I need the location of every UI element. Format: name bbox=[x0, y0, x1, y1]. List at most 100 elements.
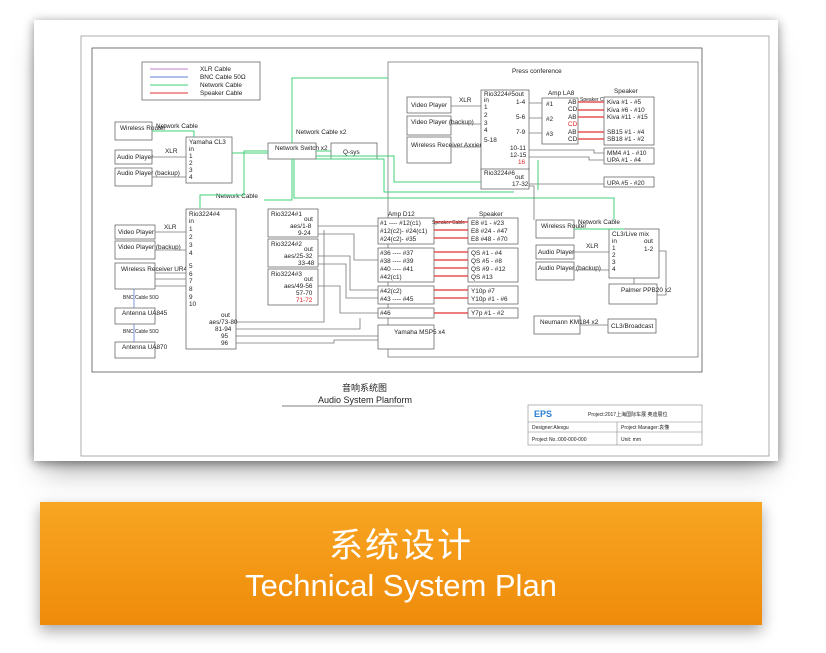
diagram-label: 1 bbox=[189, 226, 193, 233]
diagram-label: 95 bbox=[221, 333, 229, 340]
diagram-label: #1 ---- #12(c1) bbox=[380, 220, 421, 227]
diagram-label: UPA #5 - #20 bbox=[607, 180, 645, 187]
diagram-label: AB bbox=[568, 129, 577, 136]
diagram-label: XLR bbox=[165, 148, 178, 155]
diagram-label: in bbox=[189, 146, 194, 153]
diagram-label: 1 bbox=[189, 153, 193, 160]
diagram-label: BNC Cable 50Ω bbox=[123, 329, 159, 335]
diagram-label: 4 bbox=[484, 127, 488, 134]
diagram-border bbox=[91, 47, 703, 373]
diagram-label: Speaker bbox=[614, 88, 639, 95]
unit: Unit: mm bbox=[621, 437, 641, 443]
diagram-label: 4 bbox=[189, 174, 193, 181]
diagram-label: #40 ---- #41 bbox=[380, 266, 414, 273]
diagram-label: Yamaha MSP5 x4 bbox=[394, 329, 445, 336]
title-block bbox=[527, 404, 703, 446]
diagram-label: 3 bbox=[484, 120, 488, 127]
diagram-label: BNC Cable 50Ω bbox=[123, 295, 159, 301]
palmer-ppb20 bbox=[608, 283, 658, 305]
diagram-label: Speaker Cable bbox=[432, 220, 465, 226]
rio3224-5 bbox=[480, 89, 530, 171]
legend-speaker: Speaker Cable bbox=[200, 90, 243, 97]
legend: XLR Cable BNC Cable 50Ω Network Cable Sp… bbox=[141, 61, 261, 101]
diagram-label: 4 bbox=[612, 266, 616, 273]
diagram-label: Video Player bbox=[411, 102, 448, 109]
rio3224-4 bbox=[185, 208, 237, 350]
diagram-label: #36 ---- #37 bbox=[380, 250, 414, 257]
diagram-label: #1 bbox=[546, 101, 554, 108]
diagram-label: QS #13 bbox=[471, 274, 493, 281]
diagram-label: in bbox=[189, 218, 194, 225]
diagram-label: Network Cable bbox=[216, 193, 258, 200]
diagram-title-cn: 音响系统图 bbox=[342, 382, 387, 393]
d12-speakers-qs bbox=[467, 247, 519, 283]
diagram-label: 81-94 bbox=[215, 326, 232, 333]
diagram-label: Y7p #1 - #2 bbox=[471, 310, 504, 317]
diagram-label: Antenna UA845 bbox=[122, 310, 168, 317]
diagram-label: Q-sys bbox=[343, 149, 360, 156]
diagram-label: #46 bbox=[380, 310, 391, 317]
diagram-label: AB bbox=[568, 114, 577, 121]
designer: Designer:Alexgu bbox=[532, 425, 569, 431]
diagram-label: out bbox=[221, 312, 230, 319]
diagram-label: 8 bbox=[189, 286, 193, 293]
rio3224-6 bbox=[480, 168, 530, 190]
diagram-label: 1-2 bbox=[644, 246, 654, 253]
diagram-label: 3 bbox=[189, 242, 193, 249]
diagram-label: XLR bbox=[164, 224, 177, 231]
diagram-label: Kiva #6 - #10 bbox=[607, 107, 645, 114]
diagram-label: Video Player (backup) bbox=[118, 244, 181, 251]
project-no: Project No.:000-000-000 bbox=[532, 437, 587, 443]
cl3-broadcast bbox=[607, 318, 657, 334]
banner-title-cn: 系统设计 bbox=[329, 526, 473, 566]
diagram-label: Kiva #11 - #15 bbox=[607, 114, 648, 121]
diagram-card: XLR Cable BNC Cable 50Ω Network Cable Sp… bbox=[34, 20, 778, 461]
diagram-label: Amp D12 bbox=[388, 211, 415, 218]
diagram-label: out bbox=[515, 91, 524, 98]
diagram-label: 3 bbox=[189, 167, 193, 174]
diagram-label: XLR bbox=[586, 243, 599, 250]
diagram-label: 10 bbox=[189, 301, 197, 308]
diagram-label: 4 bbox=[189, 250, 193, 257]
diagram-label: 2 bbox=[484, 112, 488, 119]
diagram-label: Palmer PPB20 x2 bbox=[621, 287, 672, 294]
diagram-label: 2 bbox=[189, 160, 193, 167]
diagram-label: 71-72 bbox=[296, 297, 313, 304]
legend-bnc: BNC Cable 50Ω bbox=[200, 74, 246, 81]
antenna-ua870 bbox=[114, 341, 156, 359]
diagram-label: E8 #24 - #47 bbox=[471, 228, 508, 235]
diagram-label: Audio Player bbox=[538, 249, 575, 256]
diagram-label: Y10p #7 bbox=[471, 288, 495, 295]
diagram-label: 5-6 bbox=[516, 114, 526, 121]
project-manager: Project Manager:袁懂 bbox=[621, 424, 669, 431]
diagram-label: aes/73-80 bbox=[209, 319, 238, 326]
d12-speakers-e8 bbox=[467, 217, 519, 245]
diagram-label: 9 bbox=[189, 294, 193, 301]
diagram-label: Wireless Receiver UR4D bbox=[121, 266, 192, 273]
drawing-frame bbox=[80, 35, 770, 457]
diagram-label: Antenna UA870 bbox=[122, 344, 168, 351]
project-name: Project:2017上海国际车展 奥迪展位 bbox=[588, 411, 667, 418]
diagram-label: 2 bbox=[189, 234, 193, 241]
amp-d12-c bbox=[377, 285, 435, 305]
diagram-label: 16 bbox=[518, 159, 526, 166]
diagram-label: CL3/Live mix bbox=[612, 231, 650, 238]
diagram-label: #43 ---- #45 bbox=[380, 296, 414, 303]
diagram-label: #24(c2)- #35 bbox=[380, 236, 417, 243]
diagram-label: Network Cable x2 bbox=[296, 129, 347, 136]
diagram-label: 10-11 bbox=[510, 145, 526, 152]
banner: 系统设计 Technical System Plan bbox=[40, 502, 762, 625]
diagram-label: out bbox=[304, 216, 313, 223]
diagram-label: aes/49-56 bbox=[284, 283, 313, 290]
diagram-label: out bbox=[515, 174, 524, 181]
press-video-player-backup bbox=[406, 115, 452, 136]
press-label: Press conference bbox=[512, 68, 562, 75]
diagram-label: aes/25-32 bbox=[284, 253, 313, 260]
mm4-upa-speakers bbox=[603, 147, 655, 165]
diagram-label: Y10p #1 - #6 bbox=[471, 296, 508, 303]
diagram-label: Rio3224#1 bbox=[271, 211, 302, 218]
diagram-label: Rio3224#6 bbox=[484, 170, 515, 177]
diagram-label: Audio Player (backup) bbox=[117, 170, 180, 177]
diagram-label: #12(c2)- #24(c1) bbox=[380, 228, 427, 235]
diagram-label: #3 bbox=[546, 131, 554, 138]
